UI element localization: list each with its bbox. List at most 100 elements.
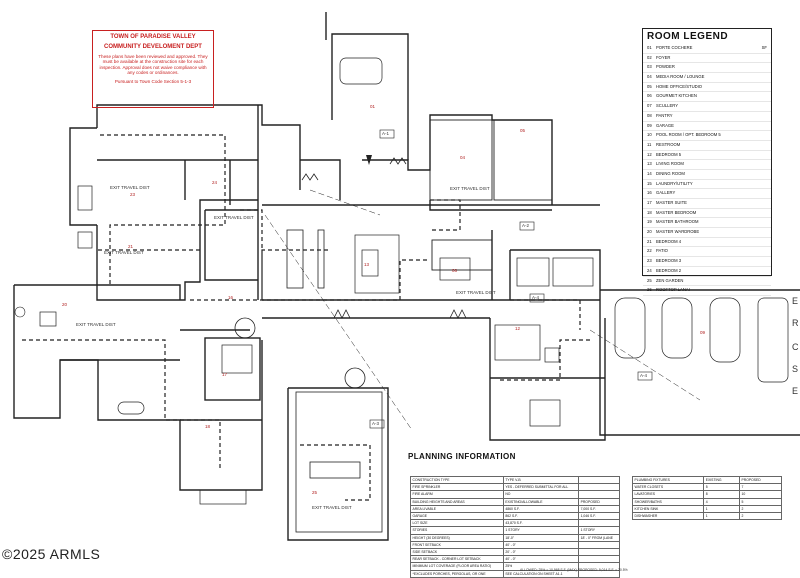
room-number: 04 — [460, 155, 466, 160]
room-number: 13 — [364, 262, 370, 267]
legend-item-name: PATIO — [656, 248, 668, 254]
edge-letter: E — [792, 386, 799, 396]
table-cell: 7,000 S.F. — [578, 504, 620, 514]
legend-item-name: PANTRY — [656, 112, 673, 118]
table-cell: FIRE SPRINKLER — [410, 483, 504, 492]
table-cell: YES - DEFERRED SUBMITTAL FOR ALL — [502, 483, 580, 492]
table-cell: 2 — [739, 504, 782, 514]
legend-item-name: BEDROOM 5 — [656, 151, 682, 157]
approval-stamp: TOWN OF PARADISE VALLEY COMMUNITY DEVELO… — [92, 30, 214, 108]
table-cell: CONSTRUCTION TYPE — [410, 475, 504, 485]
room-number: 09 — [700, 330, 706, 335]
room-number: 12 — [515, 326, 521, 331]
table-cell: BUILDING HEIGHTS AND AREAS — [410, 497, 504, 506]
legend-item-number: 05 — [647, 83, 652, 89]
table-cell — [578, 483, 620, 492]
stamp-footer: Pursuant to Town Code Section 5-1-3 — [114, 78, 192, 84]
legend-item-name: POOL ROOM / OPT. BEDROOM 5 — [656, 132, 721, 138]
legend-item-name: MASTER SUITE — [656, 200, 687, 205]
table-cell: 18' - 0" FROM (LANE — [578, 533, 620, 542]
legend-item-number: 10 — [647, 132, 652, 138]
legend-item-number: 12 — [647, 151, 652, 157]
table-header-cell: EXISTING — [703, 475, 741, 485]
table-cell: EXISTING/ALLOWABLE — [502, 497, 580, 506]
table-cell: STORIES — [410, 526, 504, 535]
stamp-title-1: TOWN OF PARADISE VALLEY — [110, 34, 196, 40]
table-cell: 7 — [739, 483, 782, 492]
edge-letter: R — [792, 318, 799, 328]
table-cell: 1 — [703, 504, 741, 514]
room-number: 18 — [205, 424, 211, 429]
table-cell: 1 STORY — [578, 526, 620, 535]
planning-information: PLANNING INFORMATION — [408, 452, 800, 578]
table-cell — [578, 490, 620, 499]
legend-item-name: POWDER — [656, 64, 675, 70]
legend-item-number: 19 — [647, 219, 652, 225]
table-cell: 2 — [739, 512, 782, 521]
legend-item-number: 02 — [647, 54, 652, 60]
armls-watermark: ©2025 ARMLS — [2, 546, 101, 562]
room-number: 01 — [370, 104, 376, 109]
room-number: 25 — [312, 490, 318, 495]
table-cell: 43,870 S.F. — [502, 519, 580, 528]
table-cell: FIRE ALARM — [410, 490, 504, 499]
table-header-cell: PROPOSED — [739, 475, 782, 485]
table-cell: 4860 S.F. — [502, 504, 580, 514]
section-mark-a1: A-1 — [382, 131, 390, 136]
legend-item-number: 13 — [647, 161, 652, 167]
table-cell: TYPE V-B — [502, 475, 580, 485]
edge-letter: E — [792, 296, 799, 306]
room-number: 20 — [62, 302, 68, 307]
table-cell: 5 — [739, 497, 782, 506]
table-cell — [578, 540, 620, 550]
planning-note: ALLOWED: 25% = 10,968 S.F. (MAX) PROPOSE… — [520, 568, 628, 572]
legend-item-number: 26 — [647, 287, 652, 293]
table-cell — [578, 555, 620, 564]
legend-item-number: 18 — [647, 209, 652, 215]
room-label: EXIT TRAVEL DIST — [214, 215, 254, 220]
legend-item: 10 POOL ROOM / OPT. BEDROOM 5 — [643, 131, 771, 141]
legend-item-name: BEDROOM 2 — [656, 267, 682, 273]
room-number: 24 — [212, 180, 218, 185]
legend-item-number: 22 — [647, 248, 652, 254]
legend-item-number: 01 — [647, 45, 652, 50]
table-cell: 4 — [703, 497, 741, 506]
legend-item-name: RESTROOM — [656, 141, 681, 147]
legend-item-name: DINING ROOM — [656, 170, 685, 176]
table-cell: PROPOSED — [578, 497, 620, 506]
legend-item-number: 25 — [647, 277, 652, 283]
stamp-title-2: COMMUNITY DEVELOMENT DEPT — [104, 44, 202, 50]
planning-title: PLANNING INFORMATION — [408, 452, 516, 461]
room-number: 05 — [520, 128, 526, 133]
table-cell: SEE CALCULATION ON SHEET A1.1 — [502, 569, 580, 578]
legend-item-name: ZEN GARDEN — [656, 277, 684, 283]
table-cell: WATER CLOSETS — [631, 483, 705, 492]
table-cell: GARAGE — [410, 512, 504, 521]
legend-item-name: HOME OFFICE/STUDIO — [656, 83, 703, 89]
legend-item: 22 PATIO — [643, 247, 771, 258]
